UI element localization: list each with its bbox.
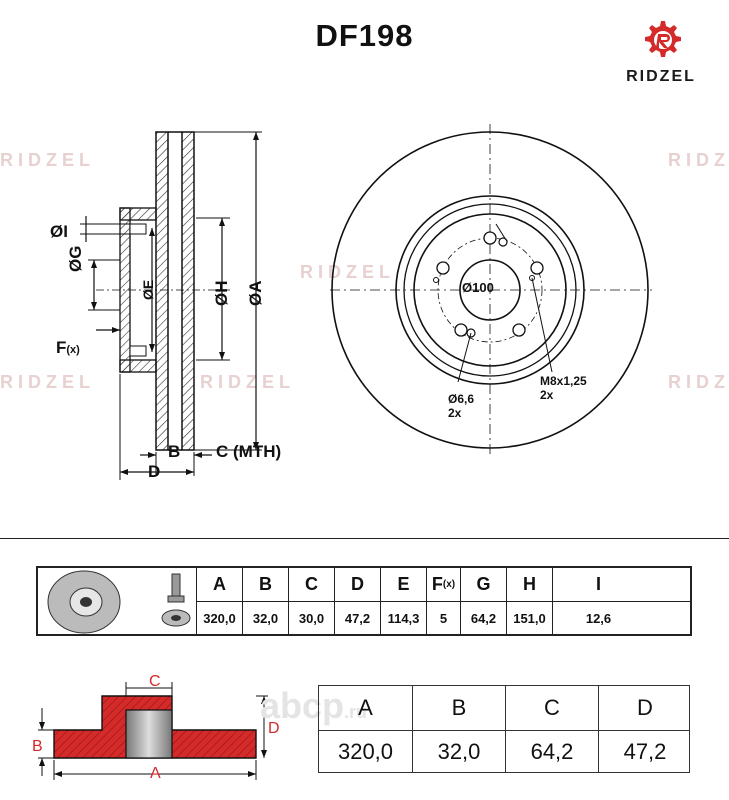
hole-size: Ø6,6 — [448, 392, 475, 406]
spec-value-i: 12,6 — [552, 602, 644, 634]
dim-label-f-group: F(x) — [56, 338, 80, 358]
spec-header-text: G — [476, 574, 491, 594]
spec-value-b: 32,0 — [242, 602, 288, 634]
spec-header-text: H — [523, 574, 536, 594]
spec-value-f: 5 — [426, 602, 460, 634]
bottom-table-divider — [319, 730, 689, 731]
dim-label-e: ØE — [140, 279, 156, 300]
spec-value-h: 151,0 — [506, 602, 552, 634]
spec-header-a: A — [196, 568, 242, 601]
spec-header-e: E — [380, 568, 426, 601]
spec-value-d: 47,2 — [334, 602, 380, 634]
spec-divider — [196, 601, 690, 602]
spec-header-d: D — [334, 568, 380, 601]
spec-header-f-suffix: (x) — [442, 579, 456, 590]
spec-value-a: 320,0 — [196, 602, 242, 634]
page-title: DF198 — [315, 18, 414, 53]
disc-thumbnail-icon — [47, 570, 121, 634]
thread-label: M8x1,25 2x — [540, 374, 587, 402]
abcp-watermark: abcp.ru — [260, 685, 367, 727]
bottom-header-b: B — [412, 686, 505, 730]
dim-label-f-sub: (x) — [66, 344, 80, 356]
section-label-c: C — [149, 673, 161, 690]
watermark-text: RIDZEL — [200, 372, 295, 392]
section-label-a: A — [150, 765, 161, 782]
bottom-header-d: D — [598, 686, 691, 730]
thread-count: 2x — [540, 388, 554, 402]
section-divider — [0, 538, 729, 539]
watermark-text: RIDZEL — [300, 262, 395, 282]
dim-label-f: F — [56, 338, 67, 357]
thread-size: M8x1,25 — [540, 374, 587, 388]
spec-header-h: H — [506, 568, 552, 601]
watermark-text: RIDZEL — [668, 372, 729, 392]
dim-label-g: ØG — [66, 245, 85, 272]
spec-header-text: I — [595, 574, 601, 594]
hole-count: 2x — [448, 406, 462, 420]
section-label-d: D — [268, 720, 280, 737]
spec-header-i: I — [552, 568, 644, 601]
dim-label-c: C (MTH) — [216, 442, 282, 461]
watermark-text: RIDZEL — [0, 372, 95, 392]
spec-header-text: C — [305, 574, 318, 594]
bolt-icon — [161, 573, 191, 627]
spec-header-text: F — [431, 574, 443, 594]
spec-header-g: G — [460, 568, 506, 601]
hole-label: Ø6,6 2x — [448, 392, 474, 420]
spec-header-text: E — [397, 574, 410, 594]
front-view-drawing — [330, 124, 652, 456]
dim-label-i: ØI — [50, 222, 68, 241]
watermark-text: RIDZEL — [668, 150, 729, 170]
dim-label-a: ØA — [246, 280, 265, 307]
bottom-value-a: 320,0 — [337, 739, 394, 764]
bottom-value-c: 64,2 — [505, 731, 598, 773]
bottom-header-c: C — [505, 686, 598, 730]
abcp-text: abcp — [260, 685, 345, 726]
spec-header-text: B — [259, 574, 272, 594]
spec-value-g: 64,2 — [460, 602, 506, 634]
side-section-drawing — [80, 131, 262, 480]
bottom-header-a: A — [358, 695, 373, 720]
spec-value-c: 30,0 — [288, 602, 334, 634]
spec-value-e: 114,3 — [380, 602, 426, 634]
pcd-label: Ø100 — [462, 280, 494, 295]
watermark-text: RIDZEL — [0, 150, 95, 170]
dim-label-h: ØH — [212, 280, 231, 307]
dim-label-b: B — [168, 442, 181, 461]
spec-header-f: F(x) — [426, 568, 460, 601]
ridzel-logo-icon — [645, 21, 681, 57]
brand-name: RIDZEL — [626, 68, 696, 85]
spec-header-text: A — [213, 574, 226, 594]
spec-header-c: C — [288, 568, 334, 601]
bottom-section-drawing — [38, 682, 268, 780]
section-label-b: B — [32, 738, 43, 755]
bottom-value-d: 47,2 — [598, 731, 691, 773]
abcp-suffix: .ru — [344, 702, 368, 722]
dim-label-d: D — [148, 462, 161, 481]
spec-header-text: D — [351, 574, 364, 594]
bottom-value-b: 32,0 — [412, 731, 505, 773]
spec-header-b: B — [242, 568, 288, 601]
